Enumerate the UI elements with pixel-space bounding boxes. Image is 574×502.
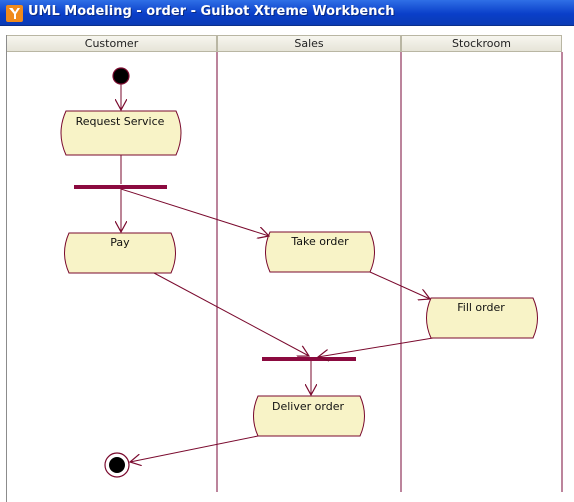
window-titlebar[interactable]: UML Modeling - order - Guibot Xtreme Wor…: [0, 0, 574, 26]
final-node[interactable]: [104, 452, 130, 478]
activity-label-fill-order: Fill order: [457, 301, 505, 314]
activity-take-order[interactable]: Take order: [265, 231, 375, 273]
activity-pay[interactable]: Pay: [64, 232, 176, 274]
lane-header-customer[interactable]: Customer: [6, 35, 217, 52]
activity-fill-order[interactable]: Fill order: [426, 297, 538, 339]
join-bar[interactable]: [262, 357, 356, 361]
flow-fork-to-take-order[interactable]: [120, 188, 269, 236]
flow-deliver-to-final[interactable]: [130, 435, 259, 462]
guibot-logo-icon: [6, 5, 23, 22]
initial-node[interactable]: [112, 67, 130, 85]
flow-take-to-fill[interactable]: [369, 271, 430, 299]
lane-header-sales[interactable]: Sales: [217, 35, 401, 52]
activity-label-deliver-order: Deliver order: [272, 400, 344, 413]
flow-fill-to-join[interactable]: [318, 337, 434, 357]
flow-pay-to-join[interactable]: [153, 272, 309, 356]
activity-request-service[interactable]: Request Service: [60, 110, 182, 156]
activity-deliver-order[interactable]: Deliver order: [253, 395, 365, 437]
fork-bar-1[interactable]: [74, 185, 167, 189]
activity-label-pay: Pay: [110, 236, 130, 249]
window-title: UML Modeling - order - Guibot Xtreme Wor…: [28, 4, 395, 19]
activity-label-take-order: Take order: [290, 235, 349, 248]
lane-header-stockroom[interactable]: Stockroom: [401, 35, 562, 52]
activity-label-request-service: Request Service: [76, 115, 165, 128]
